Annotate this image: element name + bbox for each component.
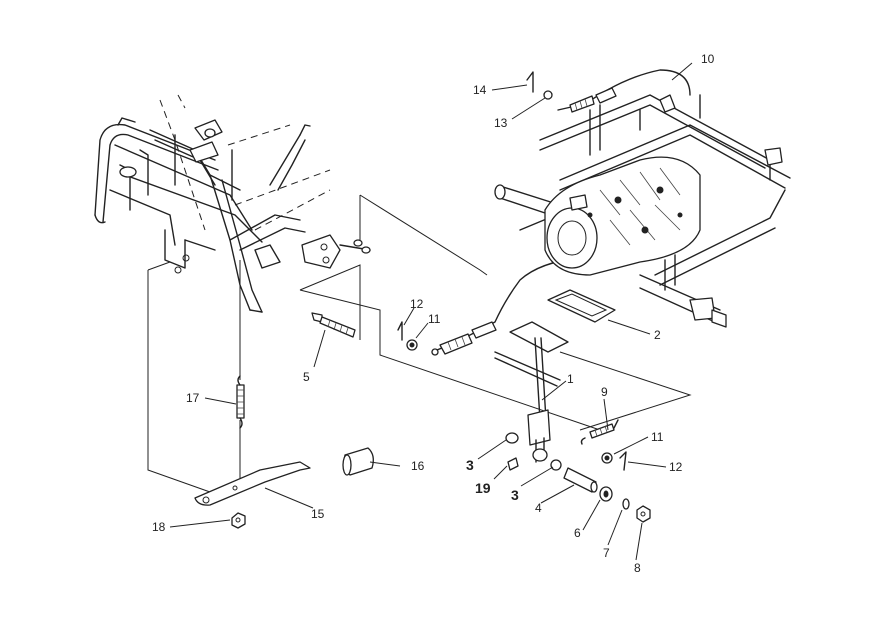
callout-labels: 10 14 13 2 1 9 11 12 12 11 5 17 16 15 18… [152,52,715,575]
leader-lines [169,62,693,561]
callout-16: 16 [411,459,425,473]
bracket-and-bolt [301,234,371,338]
cable-assembly [397,257,581,356]
callout-8: 8 [634,561,641,575]
callout-1: 1 [567,372,574,386]
callout-7: 7 [603,546,610,560]
pedal-assembly [494,289,651,523]
callout-19: 19 [475,480,491,496]
callout-10: 10 [701,52,715,66]
lever-assembly [194,375,374,529]
callout-9: 9 [601,385,608,399]
callout-6: 6 [574,526,581,540]
callout-3-upper: 3 [466,457,474,473]
callout-13: 13 [494,116,508,130]
callout-3-lower: 3 [511,487,519,503]
frame-assembly [94,94,331,313]
callout-5: 5 [303,370,310,384]
callout-12-right: 12 [669,460,683,474]
assembly-boxes [147,194,692,496]
callout-14: 14 [473,83,487,97]
callout-2: 2 [654,328,661,342]
callout-15: 15 [311,507,325,521]
callout-18: 18 [152,520,166,534]
callout-11-left: 11 [428,312,441,326]
callout-11-right: 11 [651,430,664,444]
callout-12-left: 12 [410,297,424,311]
callout-4: 4 [535,501,542,515]
callout-17: 17 [186,391,200,405]
transmission-assembly [494,69,791,328]
